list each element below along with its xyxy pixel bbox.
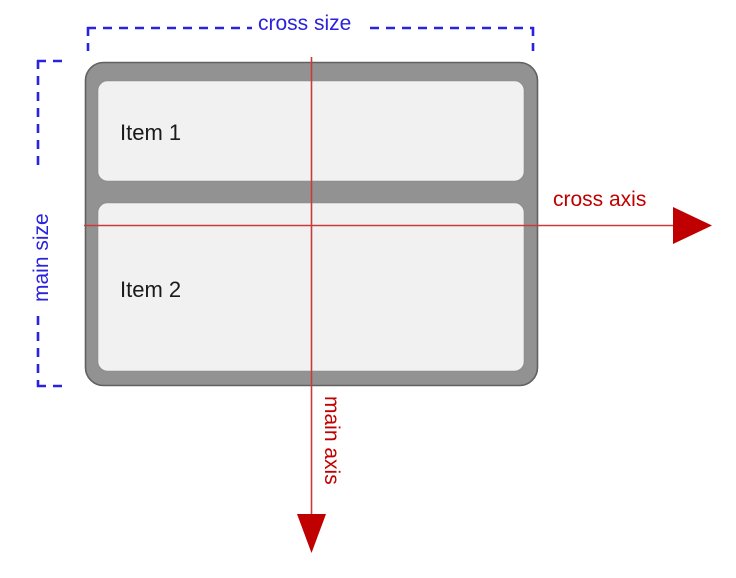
main-axis-arrow [297, 57, 326, 553]
main-axis-label: main axis [320, 396, 343, 485]
flex-item-2-label: Item 2 [120, 277, 182, 302]
cross-axis-arrow [84, 207, 712, 244]
main-size-bracket [36, 59, 69, 388]
cross-size-bracket [86, 26, 535, 51]
cross-axis-label: cross axis [553, 188, 647, 211]
main-axis-arrowhead [297, 514, 326, 553]
flex-item-1-label: Item 1 [120, 120, 182, 145]
main-size-label: main size [30, 213, 53, 302]
cross-size-label: cross size [258, 12, 352, 35]
cross-axis-arrowhead [673, 207, 712, 244]
